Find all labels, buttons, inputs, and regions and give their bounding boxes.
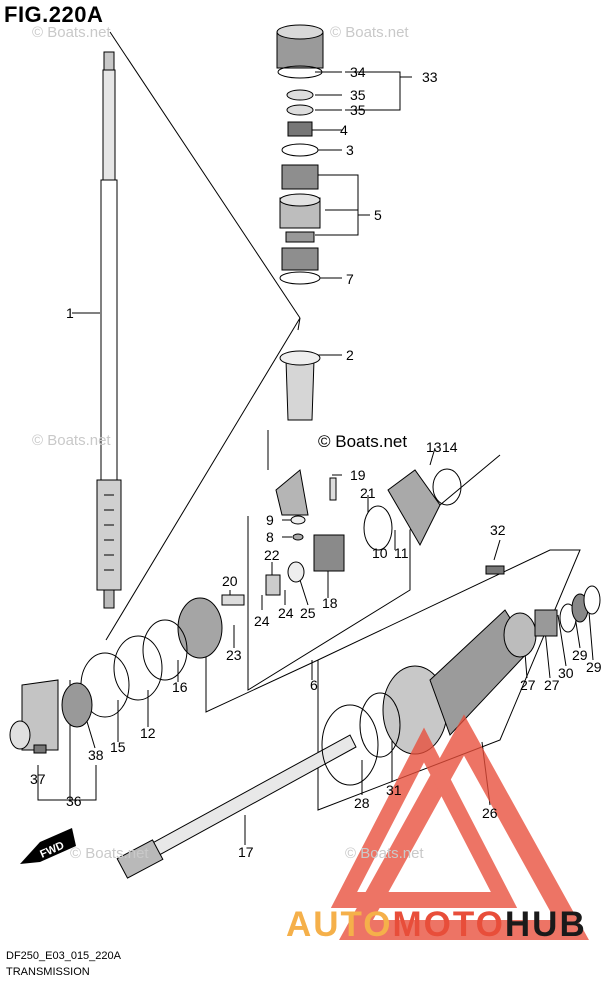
callout-27: 27 (544, 677, 560, 693)
figure-title: FIG.220A (4, 2, 104, 27)
watermark-text: © Boats.net (32, 24, 111, 41)
callout-26: 26 (482, 805, 498, 821)
callout-1: 1 (66, 305, 74, 321)
callout-15: 15 (110, 739, 126, 755)
center-watermark: © Boats.net (318, 432, 408, 451)
callout-18: 18 (322, 595, 338, 611)
callout-27: 27 (520, 677, 536, 693)
callout-36: 36 (66, 793, 82, 809)
callout-33: 33 (422, 69, 438, 85)
pinion-and-gears (9, 468, 462, 754)
callout-35: 35 (350, 102, 366, 118)
callout-21: 21 (360, 485, 376, 501)
callout-3: 3 (346, 142, 354, 158)
figure-code: DF250_E03_015_220A (6, 950, 121, 962)
callout-6: 6 (310, 677, 318, 693)
callout-9: 9 (266, 512, 274, 528)
brand-part-auto: AUTO (286, 905, 393, 944)
callout-12: 12 (140, 725, 156, 741)
automotohub-logo-icon (330, 714, 589, 940)
callout-37: 37 (30, 771, 46, 787)
callout-22: 22 (264, 547, 280, 563)
fwd-label: FWD (38, 840, 66, 861)
callout-10: 10 (372, 545, 388, 561)
callout-32: 32 (490, 522, 506, 538)
watermark-text: © Boats.net (330, 24, 409, 41)
callout-8: 8 (266, 529, 274, 545)
propeller-shaft (116, 734, 357, 879)
callout-29: 29 (586, 659, 602, 675)
callout-4: 4 (340, 122, 348, 138)
brand-part-moto: MOTO (392, 905, 505, 944)
brand-part-hub: HUB (504, 905, 587, 944)
callout-28: 28 (354, 795, 370, 811)
callout-24: 24 (254, 613, 270, 629)
upper-bearing-stack (276, 24, 324, 421)
callout-35: 35 (350, 87, 366, 103)
callout-16: 16 (172, 679, 188, 695)
callout-19: 19 (350, 467, 366, 483)
callout-5: 5 (374, 207, 382, 223)
callout-20: 20 (222, 573, 238, 589)
callout-17: 17 (238, 844, 254, 860)
callout-34: 34 (350, 64, 366, 80)
drive-shaft (96, 51, 122, 609)
callout-14: 14 (442, 439, 458, 455)
callout-31: 31 (386, 782, 402, 798)
watermark-text: © Boats.net (32, 432, 111, 449)
callout-25: 25 (300, 605, 316, 621)
callout-2: 2 (346, 347, 354, 363)
watermark-text: © Boats.net (345, 845, 424, 862)
callout-24: 24 (278, 605, 294, 621)
figure-subtitle: TRANSMISSION (6, 966, 90, 978)
callout-23: 23 (226, 647, 242, 663)
callout-13: 13 (426, 439, 442, 455)
watermark-text: © Boats.net (70, 845, 149, 862)
propeller-shaft-housing (321, 565, 601, 786)
callout-30: 30 (558, 665, 574, 681)
callout-7: 7 (346, 271, 354, 287)
callout-11: 11 (394, 545, 409, 561)
callout-38: 38 (88, 747, 104, 763)
callout-29: 29 (572, 647, 588, 663)
fwd-arrow-icon (20, 828, 76, 864)
brand-logo-text: AUTOMOTOHUB (286, 905, 587, 945)
